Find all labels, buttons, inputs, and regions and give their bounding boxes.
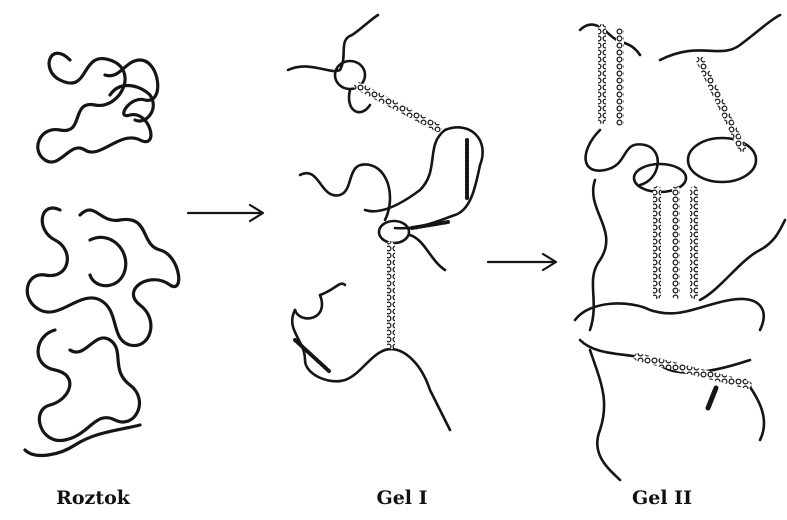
gel2-helix bbox=[708, 388, 716, 408]
coil-upper bbox=[38, 53, 158, 162]
arrow-1 bbox=[188, 205, 263, 221]
gel1-junctions bbox=[358, 86, 438, 345]
gel2-junctions bbox=[602, 28, 748, 385]
label-solution: Roztok bbox=[56, 487, 130, 509]
gel1-helix bbox=[295, 140, 467, 372]
gel1-chains bbox=[288, 15, 483, 430]
label-gel-2: Gel II bbox=[632, 487, 692, 509]
coil-lower bbox=[25, 208, 179, 455]
arrow-2 bbox=[488, 254, 556, 270]
label-gel-1: Gel I bbox=[376, 487, 427, 509]
